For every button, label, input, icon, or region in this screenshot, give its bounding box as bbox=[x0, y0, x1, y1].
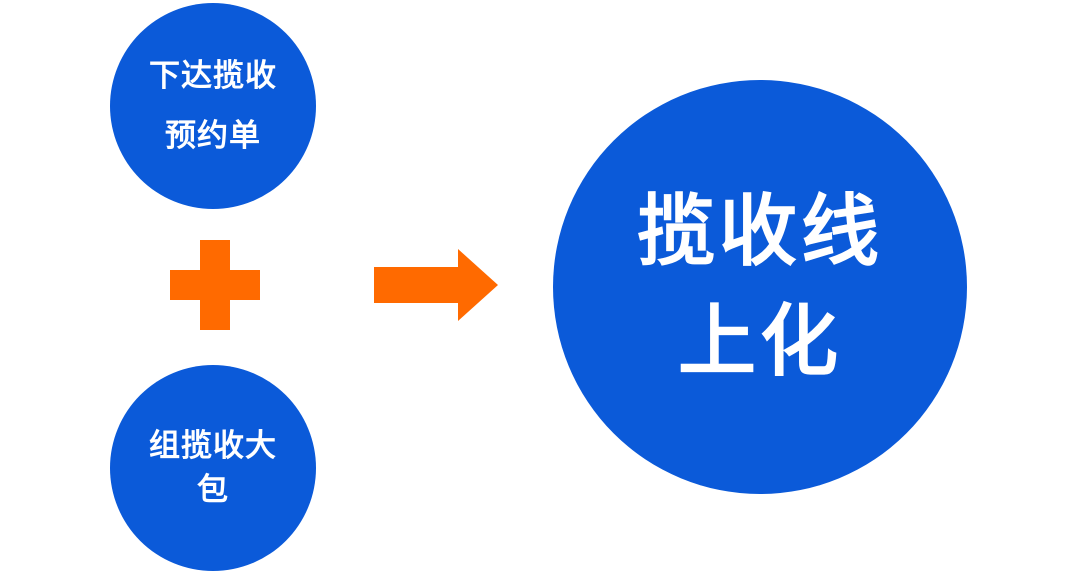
plus-vertical-bar bbox=[200, 240, 230, 330]
input-bottom-line-2: 包 bbox=[197, 472, 229, 508]
plus-icon bbox=[170, 240, 260, 330]
result-line-2: 上化 bbox=[677, 297, 842, 387]
input-top-line-1: 下达揽收 bbox=[149, 58, 277, 94]
input-bottom-line-1: 组揽收大 bbox=[149, 428, 277, 464]
input-circle-top: 下达揽收 预约单 bbox=[110, 3, 316, 209]
arrow-right-icon bbox=[374, 249, 498, 321]
input-top-line-2: 预约单 bbox=[165, 118, 261, 154]
arrow-shape bbox=[374, 249, 498, 321]
input-circle-bottom: 组揽收大 包 bbox=[110, 365, 316, 571]
result-circle: 揽收线 上化 bbox=[553, 80, 967, 494]
result-line-1: 揽收线 bbox=[636, 187, 883, 277]
